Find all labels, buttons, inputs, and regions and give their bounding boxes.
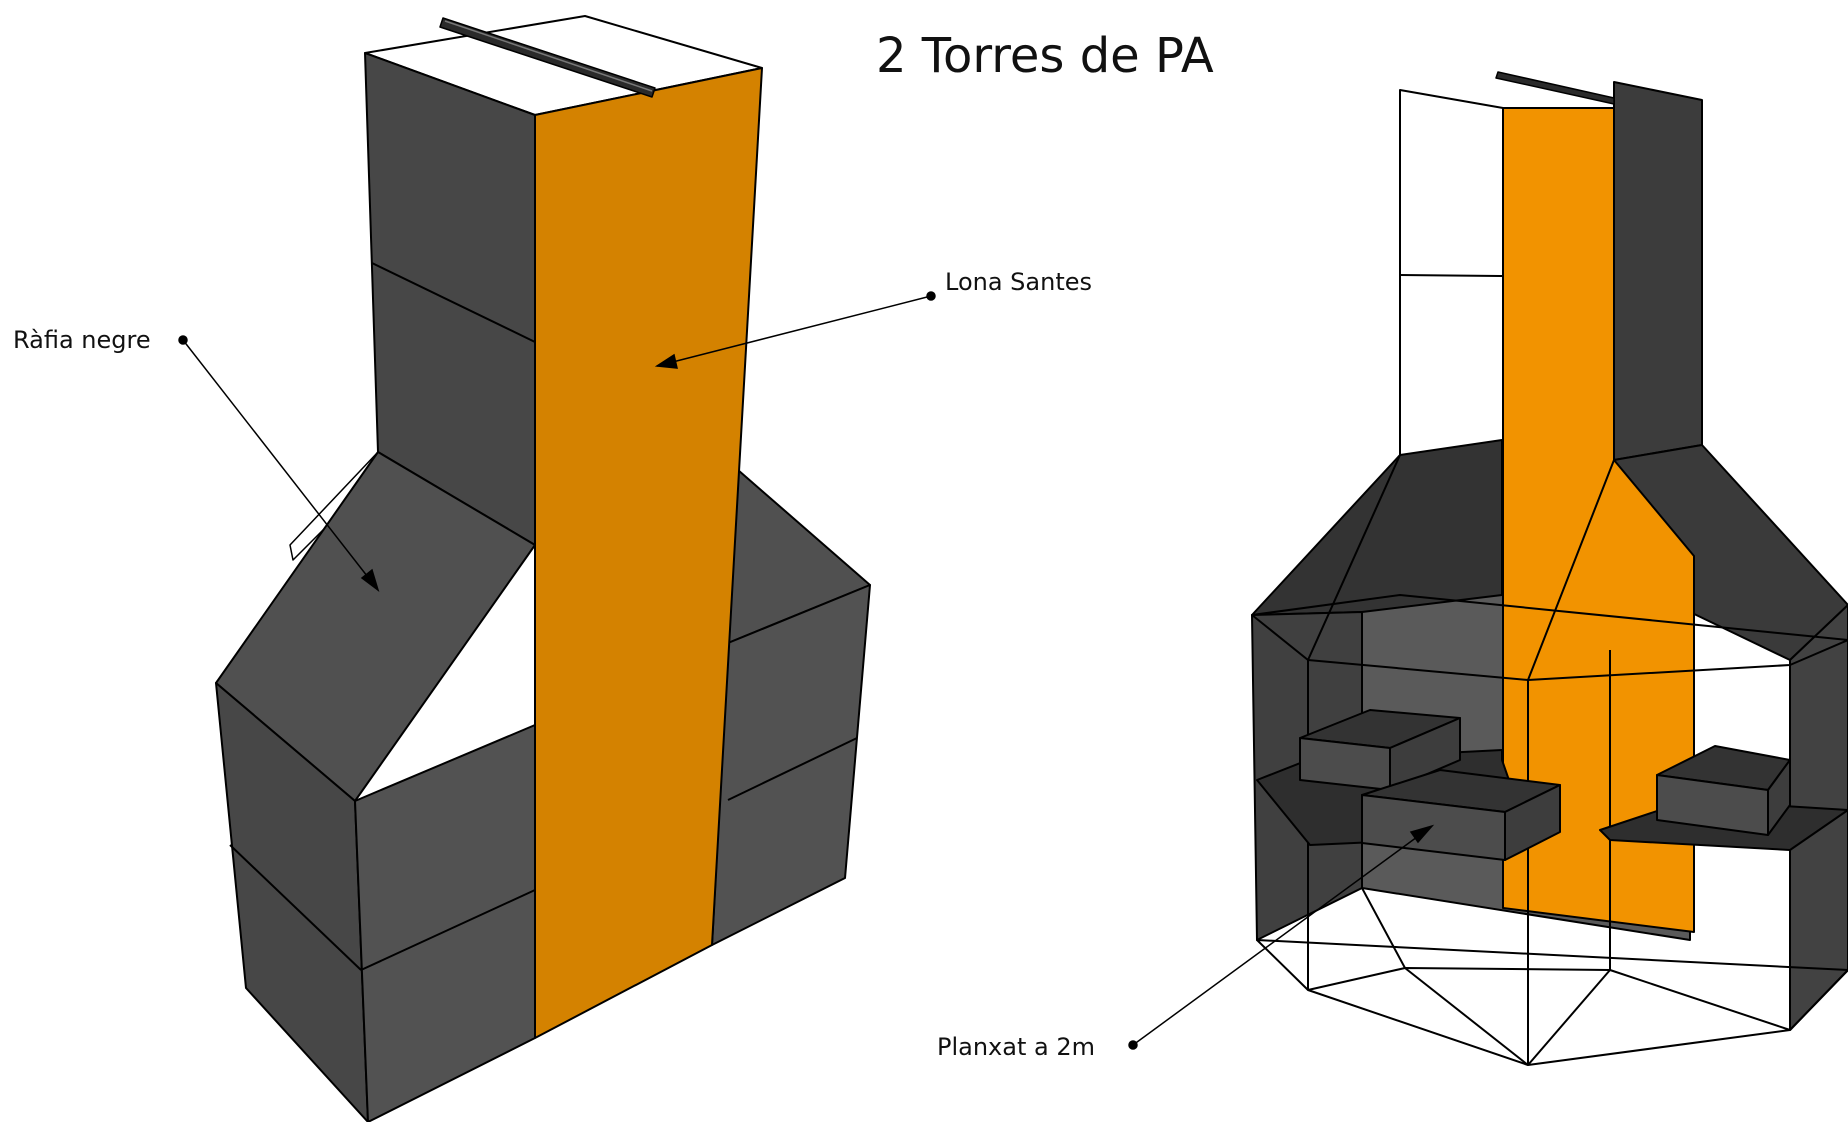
right-tower-left-shoulder	[1251, 439, 1503, 616]
box-right-side	[1767, 759, 1791, 836]
left-tower-column-joint	[371, 262, 536, 343]
rafia-leader-line	[182, 339, 379, 591]
speaker-box-right	[1656, 745, 1791, 836]
left-tower-right-lower	[711, 584, 871, 946]
right-tower	[1251, 71, 1848, 1066]
right-tower-lower-frame-mid	[1404, 967, 1529, 1066]
right-tower-top-rail	[1495, 71, 1615, 105]
right-tower-lower-frame	[1256, 939, 1848, 1066]
left-tower-rail-highlight	[444, 20, 653, 92]
rafia-negre-label: Ràfia negre	[13, 326, 151, 354]
left-tower	[215, 15, 871, 1122]
right-tower-wire-c	[1361, 612, 1406, 969]
right-tower-column-white	[1399, 89, 1504, 456]
left-tower-right-joint	[727, 737, 858, 801]
left-tower-lower-front-joint	[360, 889, 536, 971]
speaker-box-center	[1361, 769, 1561, 861]
rafia-leader-dot	[178, 335, 188, 345]
speaker-box-left	[1299, 709, 1461, 791]
callouts	[178, 291, 1435, 1050]
left-tower-shoulder-diagonal	[354, 544, 536, 802]
planxat-label: Planxat a 2m	[937, 1033, 1095, 1061]
left-tower-lower-side-joint	[229, 844, 362, 971]
right-tower-wire-b	[1527, 459, 1615, 1065]
box-center-side	[1504, 784, 1561, 861]
box-left-side	[1389, 717, 1461, 791]
left-tower-lower-side	[215, 682, 369, 1122]
right-tower-column-dark	[1613, 81, 1703, 461]
right-tower-wire-a	[1307, 454, 1401, 990]
lona-leader-dot	[926, 291, 936, 301]
planxat-leader-line	[1132, 825, 1433, 1046]
left-tower-lower-front	[354, 724, 536, 1122]
lona-santes-label: Lona Santes	[945, 268, 1093, 296]
diagram-title: 2 Torres de PA	[876, 28, 1214, 84]
lona-leader-line	[656, 295, 932, 367]
right-tower-lower-frame-left	[1307, 967, 1791, 1031]
box-left-front	[1299, 737, 1391, 791]
planxat-leader-dot	[1128, 1040, 1138, 1050]
rafia-leader-arrow	[360, 568, 380, 592]
planxat-leader-arrow	[1409, 824, 1435, 844]
lona-leader-arrow	[654, 353, 678, 369]
lona-santes-banner	[534, 67, 763, 1039]
right-tower-lower-frame-right	[1527, 969, 1611, 1066]
